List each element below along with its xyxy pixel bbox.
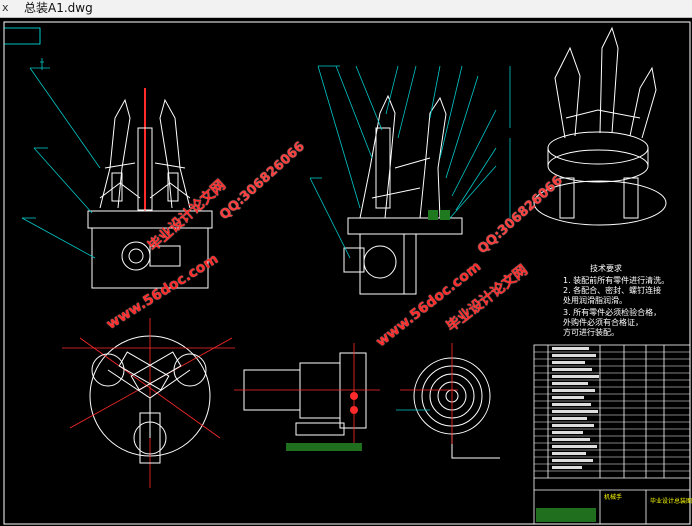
side-motor — [363, 245, 397, 279]
drawing-border — [3, 21, 691, 525]
title-block-green — [536, 508, 596, 522]
iso-base — [533, 180, 667, 226]
tech-requirement-line: 外购件必须有合格证， — [563, 318, 643, 327]
section-view — [234, 343, 380, 443]
section-ground — [286, 443, 362, 451]
front-column — [137, 127, 153, 211]
parts-list-entry-mark — [552, 445, 597, 448]
parts-list-entry-mark — [552, 375, 599, 378]
tech-requirement-line: 处用润滑脂润滑。 — [563, 296, 627, 305]
tech-requirement-line: 1. 装配前所有零件进行清洗。 — [563, 276, 670, 285]
iso-finger-b — [599, 26, 619, 134]
parts-list-entry-mark — [552, 452, 586, 455]
parts-list-entry-mark — [552, 424, 594, 427]
cad-drawing — [3, 21, 691, 525]
parts-list-entry-mark — [552, 410, 598, 413]
top-view — [62, 318, 235, 488]
side-column — [375, 127, 391, 209]
parts-list-entry-mark — [552, 389, 595, 392]
parts-list — [533, 344, 691, 525]
document-tab-title[interactable]: 总装A1.dwg — [24, 1, 93, 15]
side-finger-b — [419, 96, 447, 219]
drawing-canvas[interactable]: 技术要求 1. 装配前所有零件进行清洗。 2. 各配合、密封、螺钉连接 处用润滑… — [0, 18, 692, 526]
tech-requirement-line: 2. 各配合、密封、螺钉连接 — [563, 286, 662, 295]
tech-requirement-line: 方可进行装配。 — [563, 328, 619, 337]
tab-bar: x 总装A1.dwg — [0, 0, 692, 18]
parts-list-entry-mark — [552, 417, 587, 420]
front-motor-inner — [128, 248, 144, 264]
parts-list-entry-mark — [552, 354, 596, 357]
front-leaders — [21, 58, 101, 259]
side-motor-body — [343, 247, 365, 273]
isometric-view — [533, 26, 667, 226]
front-plate — [87, 210, 213, 229]
front-motor — [121, 241, 151, 271]
front-cyl-left — [111, 172, 123, 202]
section-housing — [299, 362, 341, 419]
top-left-block — [4, 27, 41, 45]
front-view — [87, 88, 213, 289]
parts-list-entry-mark — [552, 459, 593, 462]
front-lower-links — [99, 182, 191, 199]
front-cyl-right — [167, 172, 179, 202]
parts-list-entry-mark — [552, 438, 590, 441]
side-plate — [347, 217, 463, 235]
iso-finger-a — [554, 46, 581, 139]
front-finger-left — [99, 98, 131, 209]
parts-list-entry-mark — [552, 431, 583, 434]
parts-list-entry-mark — [552, 347, 589, 350]
parts-list-entry-mark — [552, 361, 585, 364]
side-base-right — [403, 233, 417, 295]
parts-list-rows — [534, 347, 690, 472]
front-finger-right — [159, 98, 191, 209]
front-linkages — [104, 162, 186, 169]
tech-requirement-line: 3. 所有零件必须检验合格， — [563, 308, 662, 317]
spring-view — [396, 343, 500, 459]
side-view — [343, 94, 463, 295]
iso-leg-left — [559, 177, 575, 219]
parts-list-entry-mark — [552, 368, 592, 371]
tab-close-icon[interactable]: x — [2, 1, 9, 14]
section-pulley — [339, 352, 367, 429]
tech-requirements-title: 技术要求 — [590, 264, 622, 273]
parts-list-entry-mark — [552, 382, 588, 385]
side-leaders — [309, 65, 511, 259]
parts-list-entry-mark — [552, 466, 582, 469]
title-block-school: 毕业设计总装图 — [650, 498, 692, 505]
parts-list-entry-mark — [552, 403, 591, 406]
title-block-drawing-name: 机械手 — [604, 494, 623, 501]
parts-list-entry-mark — [552, 396, 584, 399]
iso-finger-c — [629, 66, 657, 139]
iso-leg-right — [623, 177, 639, 219]
front-reducer — [149, 245, 181, 267]
side-green-parts — [428, 210, 450, 220]
section-base — [295, 422, 345, 436]
side-links — [371, 157, 431, 199]
iso-ring — [565, 109, 641, 119]
iso-plate — [547, 131, 649, 165]
side-base-left — [359, 233, 405, 295]
